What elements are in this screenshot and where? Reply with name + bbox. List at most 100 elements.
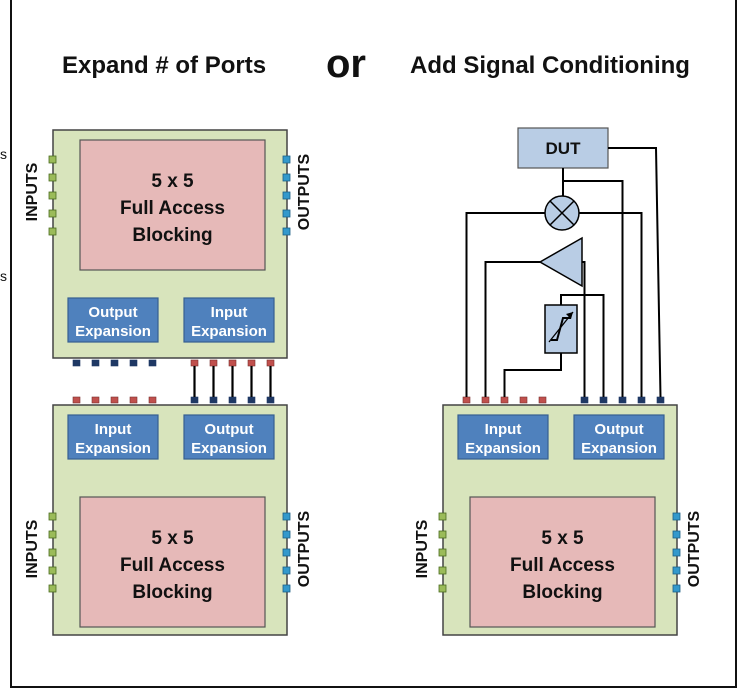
input-pin bbox=[48, 566, 57, 575]
expansion-label-bottom: Expansion bbox=[581, 440, 657, 457]
expansion-pin bbox=[228, 396, 237, 404]
expansion-pin bbox=[190, 359, 199, 367]
expansion-block bbox=[457, 414, 549, 460]
mixer-cross bbox=[549, 200, 575, 226]
amplifier-symbol bbox=[538, 236, 583, 288]
heading-expand-ports: Expand # of Ports bbox=[62, 52, 267, 79]
expansion-pin bbox=[148, 396, 157, 404]
dut-box bbox=[517, 127, 609, 169]
expansion-pin bbox=[656, 396, 665, 404]
expansion-pin bbox=[266, 396, 275, 404]
expansion-block bbox=[183, 414, 275, 460]
output-pin bbox=[282, 191, 291, 200]
expansion-label-top: Output bbox=[594, 421, 643, 438]
expansion-label-top: Output bbox=[204, 421, 253, 438]
expansion-pin bbox=[599, 396, 608, 404]
input-pin bbox=[438, 530, 447, 539]
expansion-block bbox=[183, 297, 275, 343]
outputs-label: OUTPUTS bbox=[296, 153, 313, 230]
expansion-pin bbox=[110, 359, 119, 367]
expansion-label-top: Input bbox=[95, 421, 132, 438]
output-pin bbox=[282, 530, 291, 539]
input-pin bbox=[48, 227, 57, 236]
expansion-label-bottom: Expansion bbox=[191, 323, 267, 340]
expansion-block bbox=[67, 414, 159, 460]
output-pin bbox=[672, 512, 681, 521]
wire-amp-in bbox=[582, 261, 586, 397]
matrix-block bbox=[79, 496, 266, 628]
matrix-label-blocking: Blocking bbox=[132, 225, 212, 246]
output-pin bbox=[672, 548, 681, 557]
output-pin bbox=[672, 584, 681, 593]
expansion-pin bbox=[266, 359, 275, 367]
output-pin bbox=[282, 548, 291, 557]
expansion-pin bbox=[247, 396, 256, 404]
expansion-pin bbox=[519, 396, 528, 404]
wire-att-bottom bbox=[503, 353, 562, 397]
expansion-pin bbox=[129, 396, 138, 404]
expansion-pin bbox=[129, 359, 138, 367]
outputs-label: OUTPUTS bbox=[296, 510, 313, 587]
expansion-block bbox=[67, 297, 159, 343]
figure-frame bbox=[10, 0, 737, 688]
matrix-block bbox=[79, 139, 266, 271]
input-pin bbox=[48, 209, 57, 218]
expansion-label-bottom: Expansion bbox=[75, 323, 151, 340]
expansion-pin bbox=[228, 359, 237, 367]
wire-mixer-out bbox=[579, 212, 643, 397]
expansion-pin bbox=[580, 396, 589, 404]
wire-mixer-lo bbox=[563, 180, 624, 397]
expansion-label-top: Input bbox=[485, 421, 522, 438]
input-pin bbox=[438, 548, 447, 557]
inputs-label: INPUTS bbox=[24, 519, 41, 578]
input-pin bbox=[48, 584, 57, 593]
expansion-label-top: Output bbox=[88, 304, 137, 321]
output-pin bbox=[282, 173, 291, 182]
expansion-pin bbox=[72, 396, 81, 404]
output-pin bbox=[282, 209, 291, 218]
input-pin bbox=[438, 512, 447, 521]
expansion-label-bottom: Expansion bbox=[191, 440, 267, 457]
output-pin bbox=[282, 512, 291, 521]
outputs-label: OUTPUTS bbox=[686, 510, 703, 587]
input-pin bbox=[438, 566, 447, 575]
edge-mark: s bbox=[0, 268, 7, 284]
matrix-label-access: Full Access bbox=[120, 198, 225, 219]
expansion-pin bbox=[500, 396, 509, 404]
attenuator-arrowhead bbox=[566, 312, 573, 319]
expansion-pin bbox=[462, 396, 471, 404]
input-pin bbox=[48, 173, 57, 182]
matrix-block bbox=[469, 496, 656, 628]
matrix-label-size: 5 x 5 bbox=[151, 528, 194, 549]
expansion-pin bbox=[148, 359, 157, 367]
expansion-pin bbox=[538, 396, 547, 404]
output-pin bbox=[282, 566, 291, 575]
matrix-label-size: 5 x 5 bbox=[541, 528, 584, 549]
matrix-label-size: 5 x 5 bbox=[151, 171, 194, 192]
expansion-label-top: Input bbox=[211, 304, 248, 321]
expansion-label-bottom: Expansion bbox=[465, 440, 541, 457]
wire-dut-output bbox=[608, 147, 662, 398]
inputs-label: INPUTS bbox=[414, 519, 431, 578]
expansion-label-bottom: Expansion bbox=[75, 440, 151, 457]
edge-mark: s bbox=[0, 146, 7, 162]
expansion-pin bbox=[110, 396, 119, 404]
expansion-pin bbox=[72, 359, 81, 367]
heading-or: or bbox=[326, 42, 366, 86]
expansion-pin bbox=[481, 396, 490, 404]
input-pin bbox=[48, 548, 57, 557]
input-pin bbox=[48, 191, 57, 200]
matrix-label-access: Full Access bbox=[120, 555, 225, 576]
expansion-pin bbox=[209, 396, 218, 404]
input-pin bbox=[438, 584, 447, 593]
dut-label: DUT bbox=[546, 139, 582, 158]
matrix-label-blocking: Blocking bbox=[522, 582, 602, 603]
output-pin bbox=[672, 566, 681, 575]
expansion-pin bbox=[91, 396, 100, 404]
output-pin bbox=[282, 584, 291, 593]
output-pin bbox=[282, 227, 291, 236]
expansion-pin bbox=[637, 396, 646, 404]
matrix-label-access: Full Access bbox=[510, 555, 615, 576]
expansion-block bbox=[573, 414, 665, 460]
